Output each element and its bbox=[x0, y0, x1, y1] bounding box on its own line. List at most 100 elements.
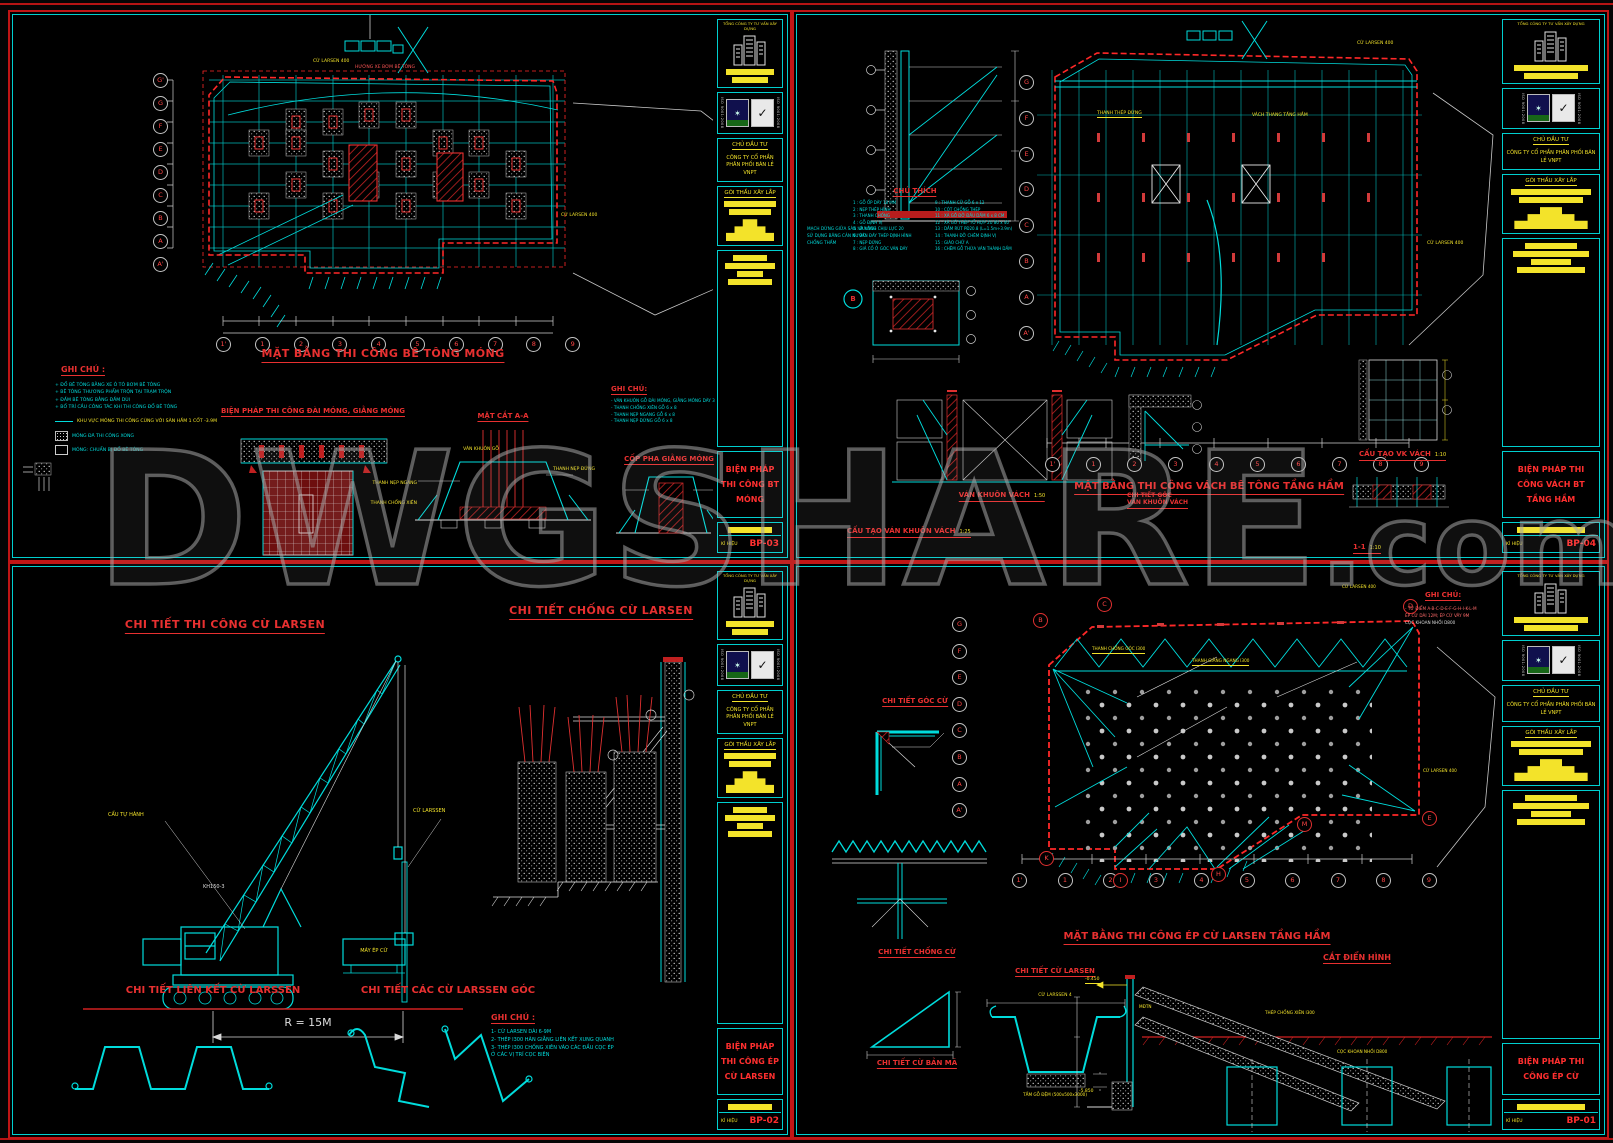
sheet-number-box: KÍ HIỆU BP-04 bbox=[1502, 522, 1600, 553]
grid-bubble: E bbox=[952, 670, 967, 686]
sheet-number: BP-02 bbox=[749, 1116, 779, 1126]
detail-title: CHI TIẾT CỪ LARSEN bbox=[1015, 967, 1095, 978]
titleblock-logo-section: TỔNG CÔNG TY TƯ VẤN XÂY DỰNG bbox=[717, 19, 783, 89]
sheet-number: BP-01 bbox=[1566, 1116, 1596, 1126]
grid-bubble: D bbox=[153, 165, 168, 180]
note-line: + ĐẦM BÊ TÔNG BẰNG ĐẦM DÙI bbox=[55, 397, 130, 403]
investor-name: CÔNG TY CỔ PHẦN PHÂN PHỐI BÁN LẺ VNPT bbox=[726, 706, 774, 728]
grid-bubble: 1' bbox=[216, 337, 231, 352]
callout-label: THANH CHỐNG GÓC I300 bbox=[1092, 646, 1146, 654]
callout-label: CỌC KHOAN NHỒI D800 bbox=[1337, 1049, 1388, 1054]
sheet-title-box: BIỆN PHÁP THI CÔNG ÉP CỪ LARSEN bbox=[717, 1028, 783, 1095]
iso-label: ISO 9001:2008 bbox=[1577, 644, 1581, 677]
vk-wall-panel-detail bbox=[1358, 359, 1452, 441]
notes-title: GHI CHÚ : bbox=[61, 365, 106, 377]
grid-bubble: A' bbox=[952, 803, 967, 819]
grid-bubble: 4 bbox=[1209, 457, 1224, 472]
grid-bubble: 2 bbox=[1127, 457, 1142, 472]
package-label: GÓI THẦU XÂY LẮP bbox=[1525, 730, 1577, 739]
company-header: TỔNG CÔNG TY TƯ VẤN XÂY DỰNG bbox=[722, 21, 778, 31]
notes-title: GHI CHÚ: bbox=[1425, 591, 1462, 602]
building-logo-icon bbox=[1534, 31, 1567, 62]
company-header: TỔNG CÔNG TY TƯ VẤN XÂY DỰNG bbox=[1517, 573, 1585, 578]
iso-stamp: ISO 9001:2008 ✶ ✓ ISO 9001:2008 bbox=[1502, 639, 1600, 682]
pile-label: CỪ LARSSEN bbox=[413, 808, 446, 814]
detail-title: MẶT CẮT A-A bbox=[477, 412, 529, 423]
legend-line: 3 : THANH CHỐNG bbox=[853, 213, 890, 219]
iso-stamp: ISO 9001:2008 ✶ ✓ ISO 9001:2008 bbox=[717, 92, 783, 134]
note-line: ÉP CỪ DÀI 12M; ÉP CỪ VÂY 9M bbox=[1405, 612, 1470, 618]
note-line: 2- THÉP I300 HÀN GIẰNG LIÊN KẾT XUNG QUA… bbox=[491, 1036, 614, 1043]
note-line: - THANH CHỐNG XIÊN GỖ 6 x 8 bbox=[611, 404, 677, 410]
company-header: TỔNG CÔNG TY TƯ VẤN XÂY DỰNG bbox=[722, 573, 778, 583]
notes-list: + ĐỔ BÊ TÔNG BẰNG XE Ô TÔ BƠM BÊ TÔNG+ B… bbox=[55, 383, 177, 412]
grid-bubble: G' bbox=[153, 73, 168, 88]
typical-section bbox=[1074, 975, 1492, 1132]
legend-line: 1 : GỖ ỐP DÀY 18 MM bbox=[853, 200, 897, 205]
legend-text: MÓNG ĐÃ THI CÔNG XONG bbox=[72, 433, 134, 439]
bottom-border-line bbox=[0, 1138, 1613, 1140]
larsen-plan-drawing bbox=[831, 620, 1496, 1132]
pile-cap-method-drawing bbox=[240, 438, 388, 556]
note-line: + BÊ TÔNG THƯƠNG PHẨM TRỘN TẠI TRẠM TRỘN bbox=[55, 390, 172, 396]
package-label: GÓI THẦU XÂY LẮP bbox=[724, 742, 776, 751]
detail-scale: 1:50 bbox=[1034, 493, 1046, 499]
corner-pile-detail bbox=[875, 730, 945, 795]
project-icon bbox=[1514, 207, 1588, 230]
symbol-label: KÍ HIỆU bbox=[1506, 541, 1523, 547]
section-1-1-detail bbox=[1349, 477, 1449, 508]
grid-bubble: G bbox=[153, 96, 168, 111]
crane-label: CẨU TỰ HÀNH bbox=[108, 812, 144, 818]
investor-label: CHỦ ĐẦU TƯ bbox=[732, 141, 768, 150]
sheet-title: BIỆN PHÁP THI CÔNG BT MÓNG bbox=[720, 465, 780, 504]
grid-bubble: 5 bbox=[1239, 873, 1255, 888]
legend-row: MÓNG ĐÃ THI CÔNG XONG bbox=[55, 431, 134, 441]
titleblock-logo-section: TỔNG CÔNG TY TƯ VẤN XÂY DỰNG bbox=[717, 571, 783, 641]
grid-bubble: 2 bbox=[293, 337, 309, 352]
sheet-title: BIỆN PHÁP THI CÔNG ÉP CỪ LARSEN bbox=[721, 1042, 779, 1081]
sheet-number-box: KÍ HIỆU BP-02 bbox=[717, 1099, 783, 1130]
legend-box-icon bbox=[55, 445, 68, 455]
grid-bubble: 7 bbox=[1330, 873, 1346, 888]
legend-detail-glyph bbox=[23, 462, 52, 491]
pile-point-bubble: B bbox=[1033, 613, 1048, 628]
stamp-check-icon: ✓ bbox=[1552, 646, 1575, 675]
grid-bubble: F bbox=[1019, 110, 1034, 126]
detail-title: CHI TIẾT GÓC VÁN KHUÔN VÁCH bbox=[1127, 492, 1189, 509]
iso-label: ISO 9001:2008 bbox=[1577, 92, 1581, 125]
grid-bubble: E bbox=[1019, 146, 1034, 162]
grid-bubble: 6 bbox=[1285, 873, 1300, 888]
grid-bubble: 3 bbox=[1168, 457, 1183, 472]
grid-bubble: 1 bbox=[254, 337, 270, 352]
sheet-title-box: BIỆN PHÁP THI CÔNG BT MÓNG bbox=[717, 451, 783, 518]
grid-bubble: 6 bbox=[448, 337, 464, 352]
gusset-plate-detail bbox=[866, 990, 961, 1059]
legend-line-icon bbox=[55, 421, 73, 422]
main-title: MẶT BẰNG THI CÔNG BÊ TÔNG MÓNG bbox=[261, 347, 505, 363]
stamp-seal-icon: ✶ bbox=[726, 99, 749, 128]
grid-bubble: B bbox=[952, 749, 967, 765]
legend-line: 12 : XÀ GỒ THÉP TỔ HỢP 2U 80 x 40 bbox=[935, 219, 1009, 225]
site-boundary bbox=[572, 102, 713, 316]
callout-label: THANH GIẰNG NGANG I300 bbox=[1192, 658, 1250, 666]
title-block: TỔNG CÔNG TY TƯ VẤN XÂY DỰNG ISO 9001:20… bbox=[1500, 17, 1602, 555]
larsen-bracing-detail bbox=[491, 657, 695, 983]
title-block: TỔNG CÔNG TY TƯ VẤN XÂY DỰNG ISO 9001:20… bbox=[1500, 569, 1602, 1132]
larsen-corner-profiles bbox=[347, 1025, 533, 1108]
legend-line: 14 : THANH ĐỠ CHÊM ĐỊNH VỊ bbox=[935, 232, 996, 238]
company-header: TỔNG CÔNG TY TƯ VẤN XÂY DỰNG bbox=[1517, 21, 1585, 26]
sheet-number-box: KÍ HIỆU BP-01 bbox=[1502, 1099, 1600, 1130]
building-logo-icon bbox=[733, 587, 766, 618]
detail-title: CHI TIẾT CỪ BẢN MÃ bbox=[876, 1059, 958, 1070]
grid-bubble: 6 bbox=[1291, 457, 1306, 472]
pile-point-bubble: C bbox=[1097, 597, 1112, 612]
grid-bubble: 9 bbox=[1414, 457, 1429, 472]
building-logo-icon bbox=[1534, 583, 1567, 614]
